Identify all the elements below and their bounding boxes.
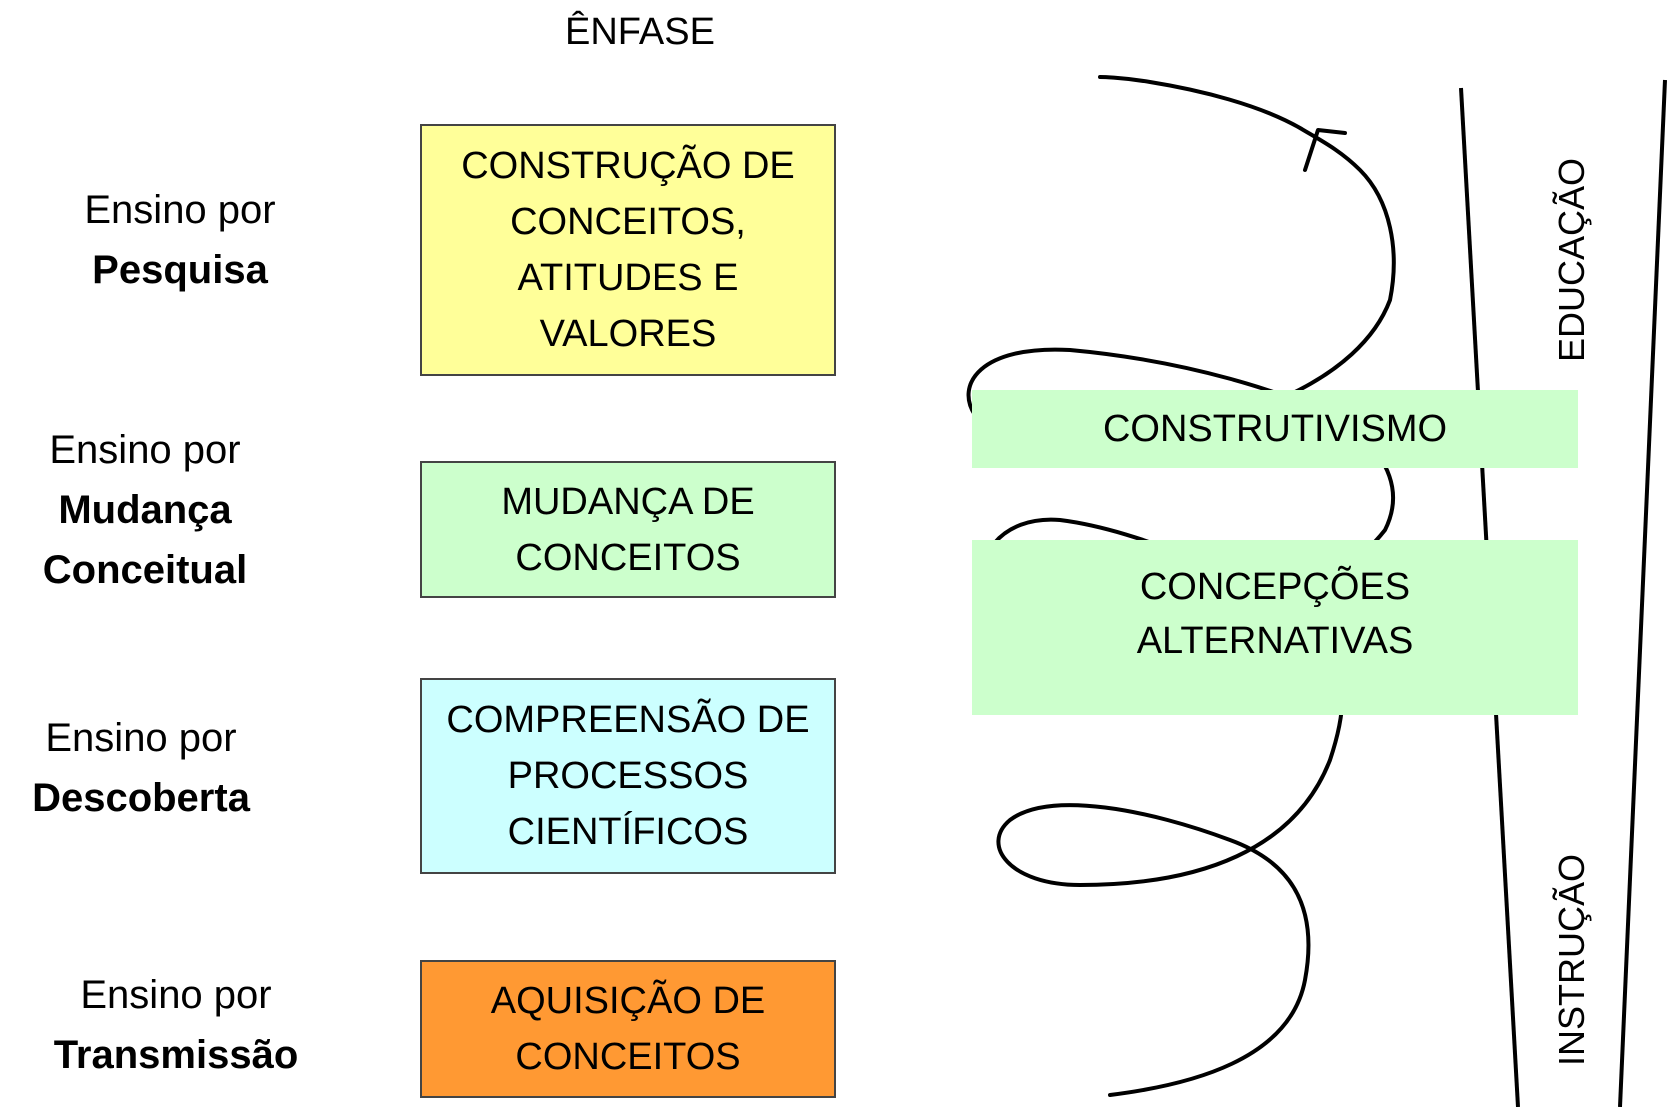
educacao-label: EDUCAÇÃO [1551, 157, 1592, 363]
approach-name: Descoberta [32, 776, 250, 820]
approach-prefix: Ensino por [49, 428, 241, 472]
emphasis-box-aquisicao: AQUISIÇÃO DE CONCEITOS [420, 960, 836, 1098]
emphasis-box-construcao: CONSTRUÇÃO DE CONCEITOS, ATITUDES E VALO… [420, 124, 836, 376]
approach-transmissao: Ensino por Transmissão [26, 965, 326, 1085]
instrucao-label: INSTRUÇÃO [1551, 854, 1592, 1067]
emphasis-box-compreensao: COMPREENSÃO DE PROCESSOS CIENTÍFICOS [420, 678, 836, 874]
approach-prefix: Ensino por [45, 716, 237, 760]
funnel-right-line [1618, 79, 1667, 1107]
spiral-arrowhead [1303, 128, 1347, 172]
approach-name: Transmissão [53, 1033, 299, 1077]
approach-prefix: Ensino por [84, 188, 276, 232]
concepcoes-alternativas-band: CONCEPÇÕES ALTERNATIVAS [972, 540, 1578, 715]
approach-descoberta: Ensino por Descoberta [8, 708, 274, 828]
emphasis-title: ÊNFASE [565, 11, 715, 53]
approach-pesquisa: Ensino por Pesquisa [40, 180, 320, 300]
emphasis-box-mudanca: MUDANÇA DE CONCEITOS [420, 461, 836, 598]
approach-name: Pesquisa [92, 248, 268, 292]
approach-prefix: Ensino por [80, 973, 272, 1017]
approach-mudanca-conceitual: Ensino por Mudança Conceitual [10, 420, 280, 600]
approach-name-line2: Conceitual [42, 548, 248, 592]
approach-name: Mudança [58, 488, 232, 532]
construtivismo-band: CONSTRUTIVISMO [972, 390, 1578, 468]
